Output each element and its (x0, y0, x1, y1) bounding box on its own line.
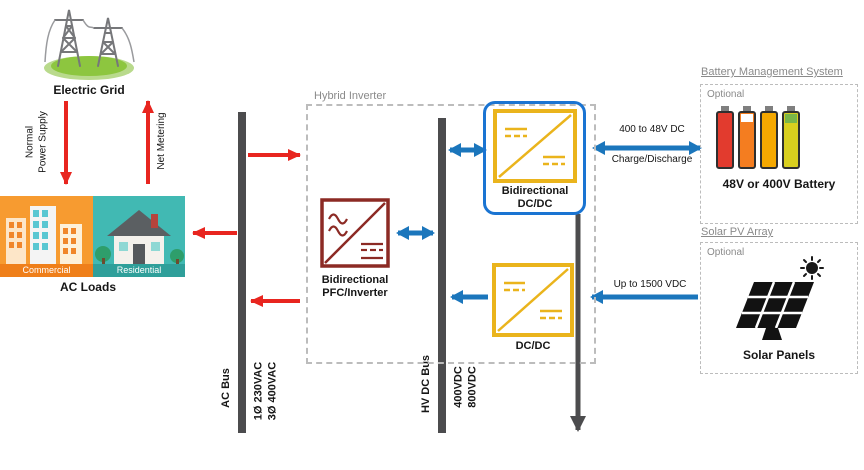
solar-panel-icon (728, 256, 828, 346)
net-metering-label: Net Metering (155, 112, 167, 170)
battery-link-top-label: 400 to 48V DC (619, 124, 685, 135)
pv-link-label: Up to 1500 VDC (613, 279, 687, 290)
ac-bus-bar (238, 112, 246, 433)
residential-load-image: Residential (93, 196, 185, 277)
bidirectional-pfc-inverter-icon (320, 198, 390, 268)
battery-label: 48V or 400V Battery (722, 177, 836, 191)
ac-loads-label: AC Loads (59, 280, 116, 294)
solar-optional-label: Optional (707, 247, 745, 258)
bidirectional-pfc-inverter-label: Bidirectional PFC/Inverter (321, 274, 389, 300)
battery-optional-label: Optional (707, 89, 745, 100)
dcdc-label: DC/DC (515, 340, 551, 352)
bidirectional-dcdc-icon (493, 109, 577, 183)
solar-array-title: Solar PV Array (701, 226, 774, 238)
commercial-load-image: Commercial (0, 196, 93, 277)
dcdc-icon (492, 263, 574, 337)
residential-label: Residential (93, 264, 185, 277)
electric-grid-icon (42, 2, 137, 82)
bidirectional-dcdc-highlight (483, 101, 586, 215)
ac-bus-voltages: 1Ø 230VAC 3Ø 400VAC (252, 361, 278, 421)
bidirectional-dcdc-label: Bidirectional DC/DC (501, 185, 569, 211)
electric-grid-label: Electric Grid (53, 83, 125, 97)
hv-dc-bus-bar (438, 118, 446, 433)
solar-panels-label: Solar Panels (742, 348, 816, 362)
battery-pack-icon (714, 100, 806, 172)
commercial-label: Commercial (0, 264, 93, 277)
battery-link-bottom-label: Charge/Discharge (611, 154, 693, 165)
hv-dc-bus-voltages: 400VDC 800VDC (452, 366, 478, 408)
hybrid-inverter-box (306, 104, 596, 364)
solar-array-box (700, 242, 858, 374)
hybrid-inverter-title: Hybrid Inverter (314, 90, 387, 102)
battery-system-title: Battery Management System (701, 66, 843, 78)
ac-bus-label: AC Bus (220, 368, 233, 408)
normal-power-supply-label: Normal Power Supply (24, 111, 49, 173)
battery-system-box (700, 84, 858, 224)
